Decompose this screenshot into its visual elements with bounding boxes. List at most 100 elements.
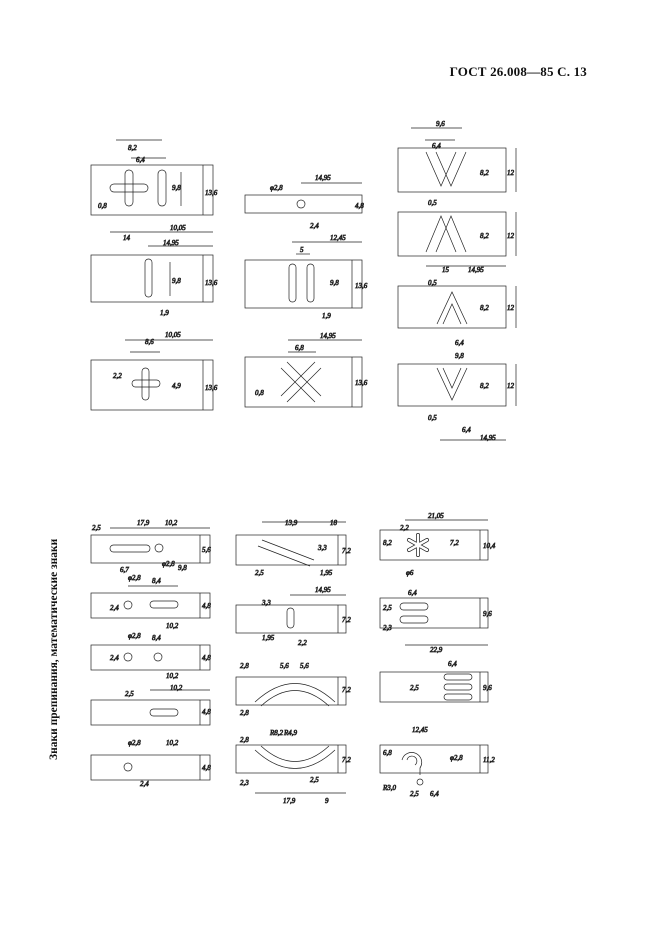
dim-label: 7,2 [342, 616, 351, 624]
dim-label: φ2,8 [128, 739, 141, 747]
dim-label: 13,6 [205, 189, 218, 197]
drawing-vertical-bar: 14,95 3,3 1,95 2,2 7,2 [235, 586, 352, 647]
cross-stroke [280, 361, 322, 403]
drawing-arc-up: 2,8 5,6 5,6 2,8 7,2 [235, 662, 352, 717]
dim-label: 2,5 [383, 604, 392, 612]
drawing-double-bar: 12,45 5 9,8 13,6 1,9 [244, 234, 368, 320]
drawing-division-dash: 17,9 10,2 2,5 6,7 φ2,8 9,8 5,6 [90, 519, 212, 574]
dim-label: 2,5 [410, 790, 419, 798]
dim-label: 10,05 [165, 331, 181, 339]
dash-stroke [399, 602, 429, 611]
dim-label: 3,3 [261, 599, 271, 607]
dim-label: 0,5 [428, 414, 437, 422]
dim-label: 2,5 [310, 776, 319, 784]
drawing-dot-dash: φ2,8 8,4 2,4 10,2 4,8 [90, 574, 212, 630]
dim-label: 8,2 [480, 304, 489, 312]
bar-stroke [157, 169, 167, 207]
dim-label: 13,9 [285, 519, 298, 527]
plus-horizontal-stroke [131, 379, 161, 388]
dim-label: 4,8 [202, 764, 211, 772]
dim-label: 11,2 [483, 756, 495, 764]
dim-label: 12,45 [412, 726, 428, 734]
dim-label: 8,2 [480, 169, 489, 177]
dim-label: 0,8 [255, 389, 264, 397]
drawing-slash: 13,9 18 3,3 2,5 1,95 7,2 [235, 519, 352, 577]
dim-label: 6,4 [408, 589, 417, 597]
dim-label: 1,9 [160, 309, 169, 317]
dim-label: 10,4 [483, 542, 496, 550]
dim-label: 9,8 [172, 277, 181, 285]
dim-label: 12 [507, 169, 515, 177]
dim-label: 4,9 [172, 382, 181, 390]
sign-frame [90, 359, 214, 411]
dim-label: 4,8 [202, 602, 211, 610]
dim-label: 14,95 [315, 174, 331, 182]
curl-stroke [406, 755, 418, 766]
drawing-angle-double-down: 9,6 6,4 8,2 12 [397, 120, 517, 193]
dim-label: φ2,8 [450, 754, 463, 762]
dot-stroke [416, 778, 424, 786]
dot-stroke [123, 652, 133, 662]
drawing-plus-large: 8,2 6,4 10,05 14 9,8 13,6 0,8 [90, 139, 218, 242]
sign-frame [397, 147, 507, 193]
page-header: ГОСТ 26.008—85 С. 13 [449, 64, 587, 79]
dim-label: 14,95 [480, 434, 496, 442]
dim-label: 14,95 [315, 586, 331, 594]
dim-label: 2,4 [140, 780, 149, 788]
dim-label: 6,4 [430, 790, 439, 798]
drawing-single-dot: φ2,8 10,2 2,4 4,8 [90, 739, 212, 788]
drawing-question-like: 12,45 6,8 φ2,8 R3,0 2,5 6,4 11,2 [379, 726, 496, 798]
dim-label: 6,4 [455, 339, 464, 347]
dim-label: 7,2 [450, 539, 459, 547]
drawing-minus: 2,5 10,2 4,8 [90, 684, 212, 726]
dash-stroke [149, 708, 179, 717]
dash-stroke [109, 544, 151, 553]
sign-frame [244, 194, 363, 214]
dim-label: 2,5 [410, 684, 419, 692]
dim-label: 2,4 [110, 654, 119, 662]
dim-label: 5,6 [202, 546, 211, 554]
dot-stroke [296, 199, 306, 209]
dim-label: 8,4 [152, 634, 161, 642]
dim-label: 2,3 [383, 624, 392, 632]
dim-label: 12,45 [330, 234, 346, 242]
dim-label: 8,2 [480, 232, 489, 240]
dim-label: R8,2 [269, 729, 284, 737]
dot-stroke [154, 543, 164, 553]
plus-vertical-stroke [124, 169, 134, 207]
drawing-two-dots: φ2,8 8,4 2,4 10,2 4,8 [90, 632, 212, 680]
dim-label: 6,4 [136, 156, 145, 164]
dim-label: 9,6 [436, 120, 445, 128]
dim-label: R3,0 [382, 784, 397, 792]
dim-label: 10,05 [170, 224, 186, 232]
dim-label: 7,2 [342, 686, 351, 694]
dim-label: 2,2 [400, 524, 409, 532]
dot-stroke [153, 652, 163, 662]
sign-frame [90, 254, 214, 303]
sign-frame [235, 744, 347, 774]
dim-label: φ2,8 [270, 184, 283, 192]
dim-label: 0,5 [428, 279, 437, 287]
dim-label: 17,9 [283, 797, 296, 805]
drawing-arc-down: R8,2 R4,9 2,8 2,3 2,5 17,9 9 7,2 [235, 729, 352, 805]
plus-vertical-stroke [141, 367, 150, 401]
arc-stroke [254, 683, 336, 707]
dash-stroke [443, 693, 473, 701]
dim-label: 17,9 [137, 519, 150, 527]
dim-label: 14 [123, 234, 131, 242]
bar-stroke [306, 263, 315, 303]
dash-stroke [149, 600, 179, 609]
dim-label: 2,4 [110, 604, 119, 612]
dim-label: 9,8 [455, 352, 464, 360]
dim-label: 8,2 [480, 382, 489, 390]
dim-label: 8,2 [383, 539, 392, 547]
dim-label: 12 [507, 304, 515, 312]
bar-stroke [288, 263, 297, 303]
dim-label: 13,6 [205, 279, 218, 287]
dim-label: 2,8 [240, 736, 249, 744]
dim-label: 9,6 [483, 610, 492, 618]
sign-frame [397, 211, 507, 257]
drawing-asterisk: 21,05 8,2 2,2 7,2 φ6 10,4 [379, 512, 496, 577]
dim-label: 7,2 [342, 547, 351, 555]
